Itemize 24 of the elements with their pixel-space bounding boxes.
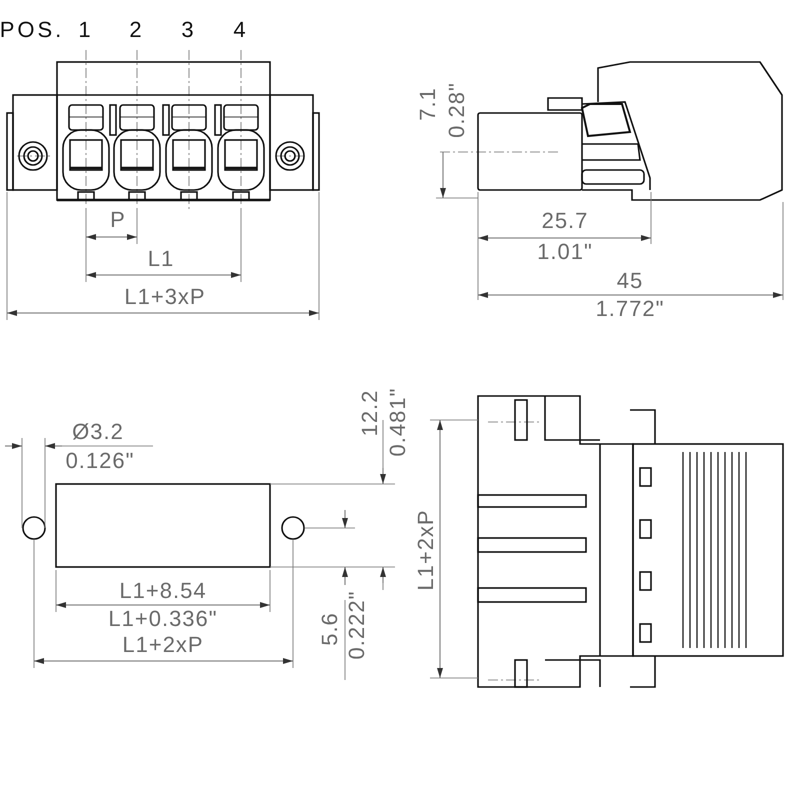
dimension-label: L1	[148, 248, 174, 270]
dimension-label: 45	[616, 270, 644, 292]
position-label: 2	[129, 19, 145, 41]
dimension-label: 0.28"	[446, 82, 468, 138]
position-label: 4	[233, 19, 249, 41]
dimension-label: L1+8.54	[119, 580, 207, 602]
dimension-label: 7.1	[417, 87, 439, 121]
position-label: POS.	[0, 19, 64, 41]
dimension-label: 1.772"	[596, 298, 664, 320]
dimension-label: L1+2xP	[122, 634, 204, 656]
dimension-label: 0.222"	[346, 590, 368, 660]
dimension-label: 0.126"	[66, 450, 134, 472]
dimension-label: L1+3xP	[124, 286, 206, 308]
dimension-label: Ø3.2	[72, 421, 124, 443]
dimension-label: 25.7	[542, 210, 588, 232]
dimension-label: L1+2xP	[415, 509, 437, 591]
dimension-label: 12.2	[359, 390, 381, 436]
position-label: 1	[78, 19, 94, 41]
dimension-label: 0.481"	[387, 388, 409, 456]
dimension-label: 5.6	[319, 612, 341, 646]
position-label: 3	[181, 19, 197, 41]
dimension-label: 1.01"	[537, 241, 593, 263]
dimension-label: L1+0.336"	[108, 608, 218, 630]
dimension-label: P	[110, 209, 126, 231]
